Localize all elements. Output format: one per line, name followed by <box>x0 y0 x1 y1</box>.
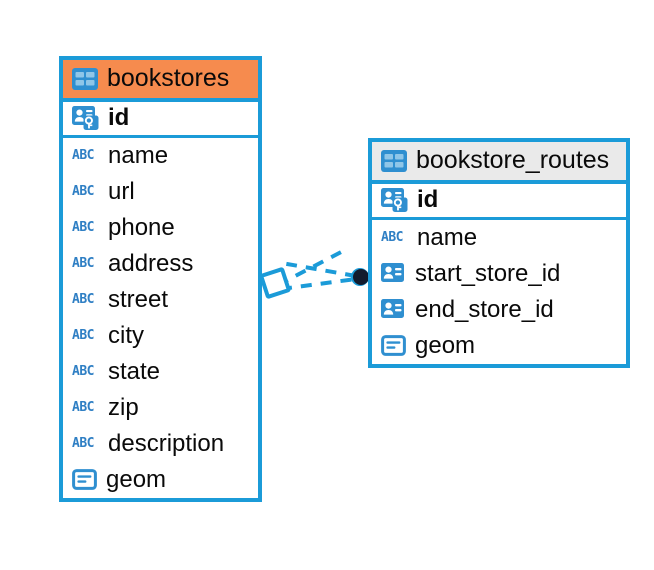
text-type-icon: ABC <box>72 291 94 308</box>
field-label: address <box>108 249 194 277</box>
text-type-icon: ABC <box>72 327 94 344</box>
entity-body-bookstore-routes: id ABC name start_store_id <box>372 184 626 364</box>
field-row[interactable]: ABC street <box>63 282 258 318</box>
text-type-icon: ABC <box>72 255 94 272</box>
field-row[interactable]: start_store_id <box>372 256 626 292</box>
field-label: description <box>108 429 225 457</box>
filled-circle-marker <box>351 268 369 286</box>
table-icon <box>381 149 407 172</box>
field-row[interactable]: ABC phone <box>63 210 258 246</box>
primary-key-icon <box>381 188 408 212</box>
field-label: geom <box>415 331 476 359</box>
text-type-icon: ABC <box>381 229 403 246</box>
relationship-line-upper-b <box>285 261 357 278</box>
field-label: url <box>108 177 135 205</box>
field-label: name <box>417 223 478 251</box>
field-row[interactable]: id <box>63 102 258 138</box>
geometry-type-icon <box>72 469 97 490</box>
field-label: street <box>108 285 169 313</box>
text-type-icon: ABC <box>72 219 94 236</box>
field-row[interactable]: ABC url <box>63 174 258 210</box>
table-icon <box>72 67 98 90</box>
field-row[interactable]: ABC description <box>63 426 258 462</box>
field-label: id <box>417 186 439 214</box>
field-row[interactable]: geom <box>63 462 258 498</box>
relationship-line-upper-a <box>277 246 349 287</box>
field-row[interactable]: ABC state <box>63 354 258 390</box>
field-label: start_store_id <box>415 259 561 287</box>
field-row[interactable]: ABC zip <box>63 390 258 426</box>
foreign-key-icon <box>381 299 406 320</box>
field-row[interactable]: geom <box>372 328 626 364</box>
text-type-icon: ABC <box>72 435 94 452</box>
field-label: geom <box>106 465 167 493</box>
field-row[interactable]: ABC name <box>63 138 258 174</box>
field-row[interactable]: ABC address <box>63 246 258 282</box>
entity-header-bookstores[interactable]: bookstores <box>63 60 258 102</box>
entity-title: bookstores <box>107 64 230 92</box>
text-type-icon: ABC <box>72 363 94 380</box>
field-label: state <box>108 357 161 385</box>
text-type-icon: ABC <box>72 183 94 200</box>
field-label: name <box>108 141 169 169</box>
relationship-line-lower <box>280 277 357 291</box>
entity-header-bookstore-routes[interactable]: bookstore_routes <box>372 142 626 184</box>
field-label: end_store_id <box>415 295 554 323</box>
primary-key-icon <box>72 106 99 130</box>
diamond-marker <box>259 267 291 299</box>
field-row[interactable]: ABC name <box>372 220 626 256</box>
field-label: city <box>108 321 144 349</box>
text-type-icon: ABC <box>72 399 94 416</box>
field-row[interactable]: id <box>372 184 626 220</box>
entity-bookstore-routes[interactable]: bookstore_routes <box>368 138 630 368</box>
entity-body-bookstores: id ABC name ABC url ABC phone ABC addres… <box>63 102 258 498</box>
field-label: zip <box>108 393 139 421</box>
field-label: id <box>108 104 130 132</box>
field-row[interactable]: ABC city <box>63 318 258 354</box>
geometry-type-icon <box>381 335 406 356</box>
text-type-icon: ABC <box>72 147 94 164</box>
entity-title: bookstore_routes <box>416 146 610 174</box>
entity-bookstores[interactable]: bookstores <box>59 56 262 502</box>
foreign-key-icon <box>381 263 406 284</box>
field-row[interactable]: end_store_id <box>372 292 626 328</box>
field-label: phone <box>108 213 175 241</box>
